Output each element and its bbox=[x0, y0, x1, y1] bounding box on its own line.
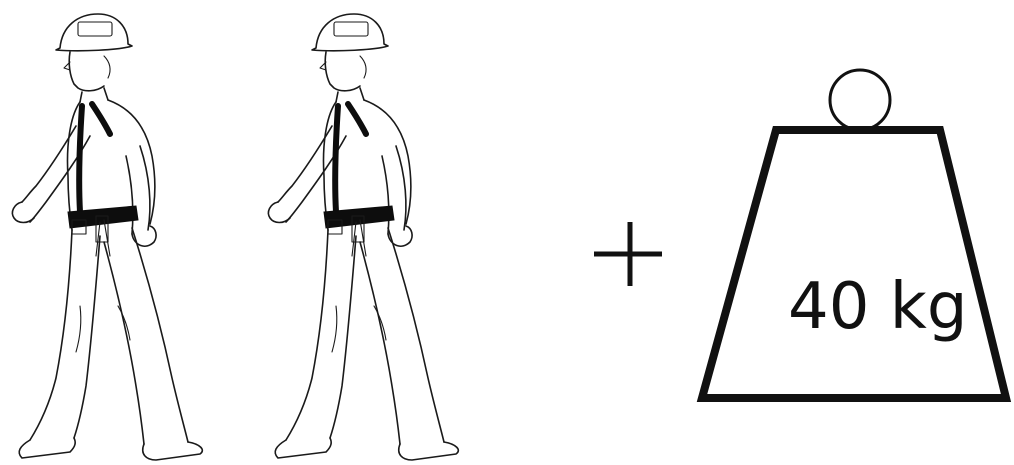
worker-figure-left bbox=[12, 14, 202, 460]
weight-label: 40 kg bbox=[788, 270, 967, 344]
weight-icon: 40 kg bbox=[702, 70, 1006, 398]
plus-icon bbox=[594, 222, 662, 286]
worker-figure-right bbox=[268, 14, 458, 460]
